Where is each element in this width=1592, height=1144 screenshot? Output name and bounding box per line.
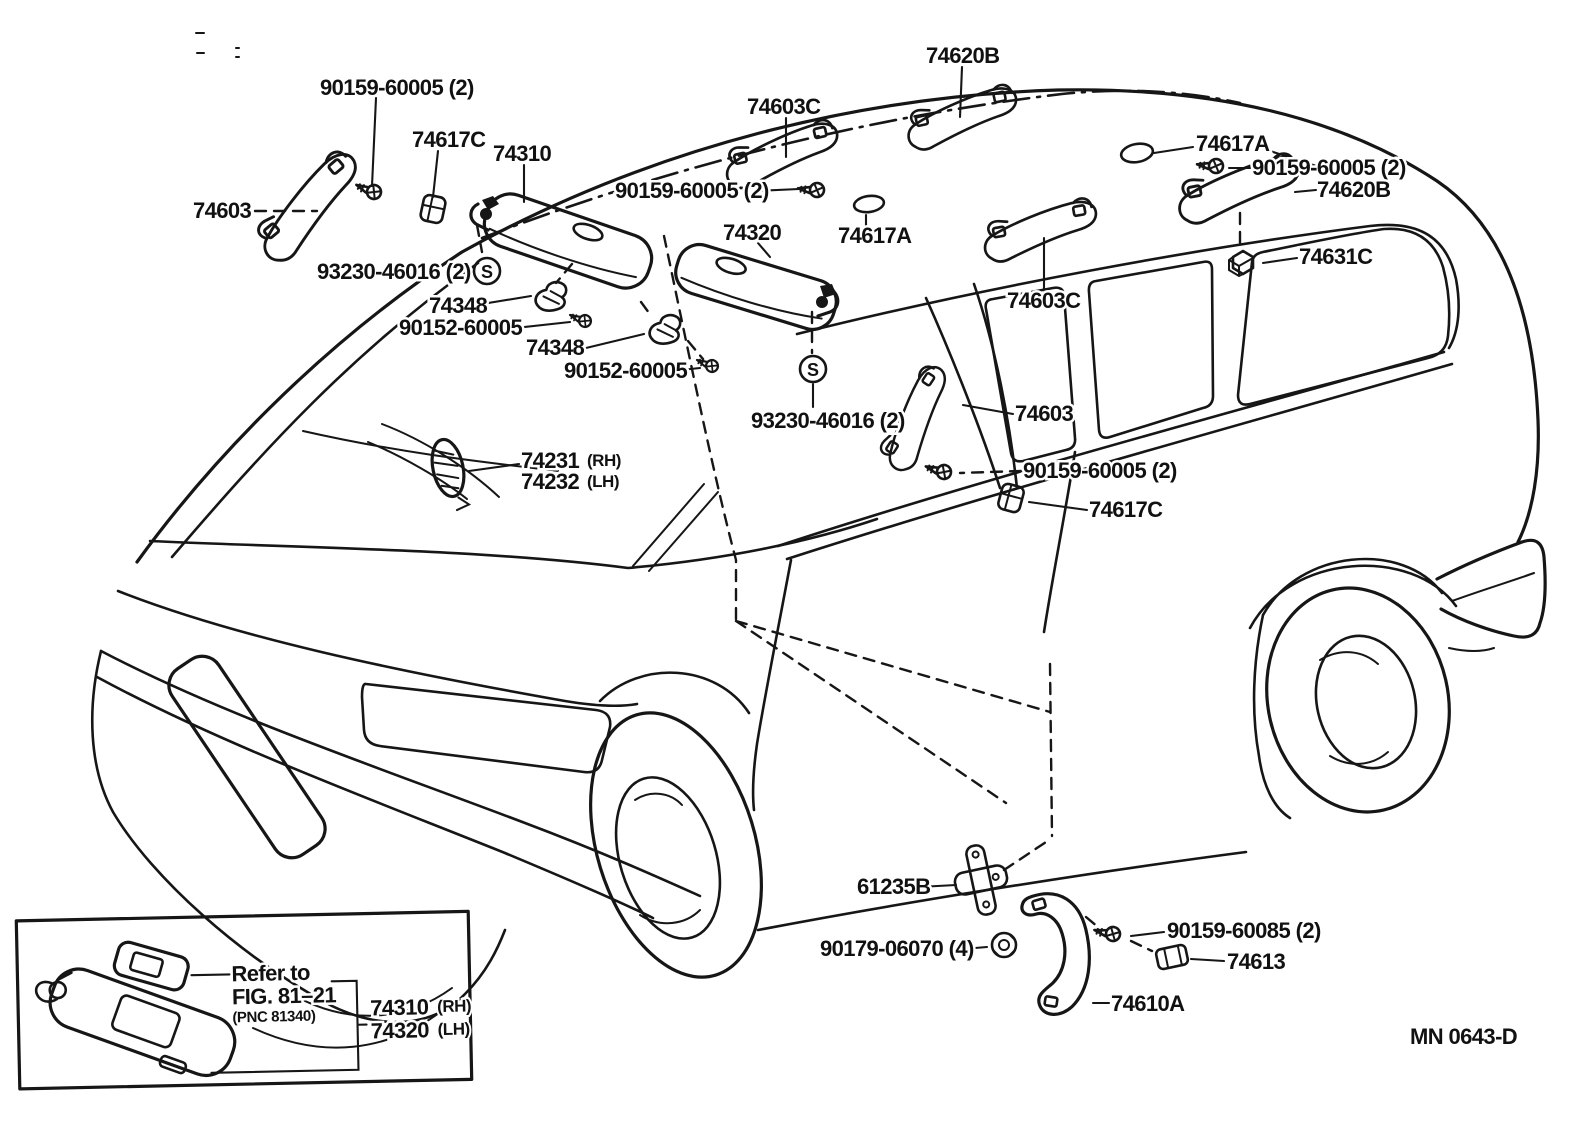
part-label-74320: 74320 [723,220,782,245]
clip-74613 [1154,943,1190,971]
van-wheels [589,557,1458,979]
clip-74348-b [645,312,685,348]
screw-90159-60005-c [1194,155,1226,176]
clip-74348-a [531,279,571,315]
part-label-90179-06070: 90179-06070 (4) [820,936,974,961]
wiper-blades [632,483,719,572]
part-label-74603C-a: 74603C [747,94,821,119]
part-label-74620B-b: 74620B [1317,177,1390,202]
assist-grip-74603-front [242,144,377,269]
headlight [360,682,612,774]
part-label-74231: 74231 [521,448,580,473]
clip-74617C-b [995,481,1027,515]
screw-90152-60005-b [693,352,722,376]
part-label-90159-60085: 90159-60085 (2) [1167,918,1321,943]
front-corner-lamp [167,654,327,860]
rear-bumper [1435,538,1547,639]
rear-door-grip-74610A [1020,892,1091,1016]
screw-90159-60005-a [352,176,385,203]
inset-leaders [190,973,368,1074]
part-label-74617A-a: 74617A [838,223,912,248]
part-label-90152-60005-a: 90152-60005 [399,315,522,340]
visor-inset-box: Refer to FIG. 81–21 (PNC 81340) 74310 (R… [14,909,474,1091]
part-label-90159-60005-b: 90159-60005 (2) [615,178,769,203]
screw-90152-60005-a [566,307,595,331]
part-label-74617C-a: 74617C [412,127,486,152]
part-label-61235B: 61235B [857,874,930,899]
part-label-74617A-b: 74617A [1196,131,1270,156]
inset-label-74320: 74320 [370,1017,429,1043]
part-label-74348-a: 74348 [429,293,488,318]
part-label-90159-60005-c: 90159-60005 (2) [1252,155,1406,180]
inset-visor-drawing [34,940,237,1077]
inset-refer-line2: FIG. 81–21 [232,982,337,1009]
part-label-74310: 74310 [493,141,552,166]
part-label-74231-side: (RH) [587,451,621,470]
part-label-74603-a: 74603 [193,198,252,223]
part-label-74620B-a: 74620B [926,43,999,68]
van-front-details [167,32,719,860]
s-symbol-text: S [807,360,819,380]
screw-90159-60005-d [922,457,955,483]
inset-label-74310-side: (RH) [437,996,471,1016]
part-label-74613: 74613 [1227,949,1286,974]
van-side-details [751,223,1547,812]
inset-refer-line1: Refer to [231,960,310,987]
page-specks [195,32,240,58]
s-symbol-text: S [481,262,493,282]
cap-74617A-b [852,194,886,214]
inset-label-74310: 74310 [370,994,429,1020]
part-label-90159-60005-d: 90159-60005 (2) [1023,458,1177,483]
nut-74631C [1228,249,1255,278]
visor-pivot-rh [469,196,499,232]
leader-lines [253,65,1340,1005]
part-label-74603-b: 74603 [1015,401,1074,426]
inset-label-74320-side: (LH) [437,1019,469,1039]
standard-part-symbol-b: S [798,354,828,384]
part-label-74617C-b: 74617C [1089,497,1163,522]
clip-74617C-a [418,192,448,226]
dash-through-glass [302,430,559,472]
part-label-74232-side: (LH) [587,472,619,491]
inset-border [14,909,474,1091]
part-label-74603C-b: 74603C [1007,288,1081,313]
quarter-window [1236,227,1451,406]
part-label-74232: 74232 [521,469,580,494]
bracket-61235B [953,844,1009,916]
part-label-93230-46016-b: 93230-46016 (2) [751,408,905,433]
assist-grip-74620B-roof [900,81,1024,154]
part-label-93230-46016-a: 93230-46016 (2) [317,259,471,284]
sliding-door-window [1087,260,1215,439]
part-label-74348-b: 74348 [526,335,585,360]
screw-90159-60005-b [795,179,827,200]
assist-grip-74603C-mid [978,195,1103,266]
sun-visor-lh-74320 [674,242,840,332]
part-label-74631C: 74631C [1299,244,1373,269]
armrest-74231-74232 [430,437,472,512]
inset-refer-line3: (PNC 81340) [232,1008,316,1027]
screw-90159-60085 [1091,921,1123,944]
hidden-construction-lines [475,89,1242,953]
standard-part-symbol-a: S [472,256,502,286]
part-labels: 90159-60005 (2) 74617C 74310 74603 74603… [191,41,1521,1052]
front-door-window [984,286,1077,463]
cap-74617A-a [1119,142,1155,164]
nut-90179-06070 [990,931,1018,959]
part-label-90159-60005-a: 90159-60005 (2) [320,75,474,100]
figure-code: MN 0643-D [1410,1024,1517,1049]
visor-pivot-lh [816,284,840,318]
part-label-74610A: 74610A [1111,991,1185,1016]
sun-visor-rh-74310 [469,192,654,290]
part-label-90152-60005-b: 90152-60005 [564,358,687,383]
